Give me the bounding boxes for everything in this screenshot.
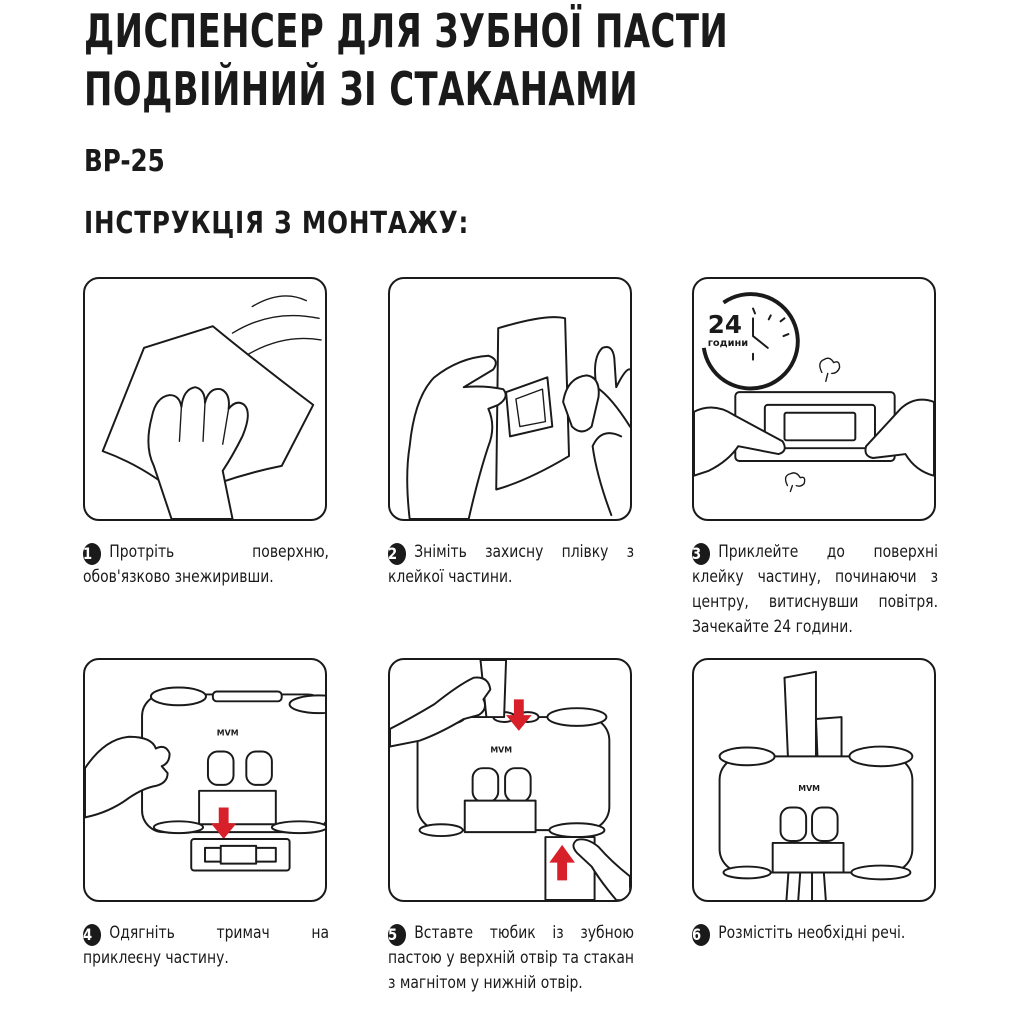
clock-hours-label: 24	[708, 310, 742, 339]
title-line-2: ПОДВІЙНИЙ ЗІ СТАКАНАМИ	[84, 62, 639, 116]
stick-and-wait-icon: 24 години	[694, 292, 934, 493]
brand-logo-5: MVM	[490, 745, 512, 754]
step-6-text: Розмістіть необхідні речі.	[718, 923, 906, 943]
step-3-illustration: 24 години	[692, 277, 936, 521]
step-6-number: 6	[692, 924, 711, 946]
step-1-number: 1	[83, 543, 102, 565]
step-2-number: 2	[388, 543, 407, 565]
step-5-number: 5	[388, 924, 407, 946]
step-2-illustration	[388, 277, 632, 521]
attach-holder-icon: MVM	[85, 686, 325, 872]
step-6-illustration: MVM	[692, 658, 936, 902]
clock-unit-label: години	[708, 338, 749, 349]
place-items-icon: MVM	[718, 670, 914, 900]
brand-logo-6: MVM	[798, 784, 820, 793]
title-line-1: ДИСПЕНСЕР ДЛЯ ЗУБНОЇ ПАСТИ	[84, 4, 729, 58]
peel-film-icon	[406, 316, 630, 519]
model-number: BP-25	[84, 144, 165, 179]
instructions-heading: ІНСТРУКЦІЯ З МОНТАЖУ:	[84, 206, 470, 241]
step-3-number: 3	[692, 543, 711, 565]
wipe-surface-icon	[101, 295, 322, 519]
brand-logo: MVM	[217, 729, 239, 738]
insert-tube-and-cup-icon: MVM	[390, 660, 630, 900]
step-2-text: Зніміть захисну плівку з клейкої частини…	[388, 542, 634, 587]
document-title: ДИСПЕНСЕР ДЛЯ ЗУБНОЇ ПАСТИ ПОДВІЙНИЙ ЗІ …	[84, 2, 728, 118]
step-6-caption: 6 Розмістіть необхідні речі.	[692, 921, 938, 946]
step-4-illustration: MVM	[83, 658, 327, 902]
step-3-text: Приклейте до поверхні клейку частину, по…	[692, 542, 938, 637]
step-1-text: Протріть поверхню, обов'язково знежиривш…	[83, 542, 330, 587]
step-1-illustration	[83, 277, 327, 521]
step-4-text: Одягніть тримач на приклеєну частину.	[83, 923, 330, 968]
step-5-text: Вставте тюбик із зубною пастою у верхній…	[388, 923, 634, 993]
step-5-illustration: MVM	[388, 658, 632, 902]
step-4-number: 4	[83, 924, 102, 946]
